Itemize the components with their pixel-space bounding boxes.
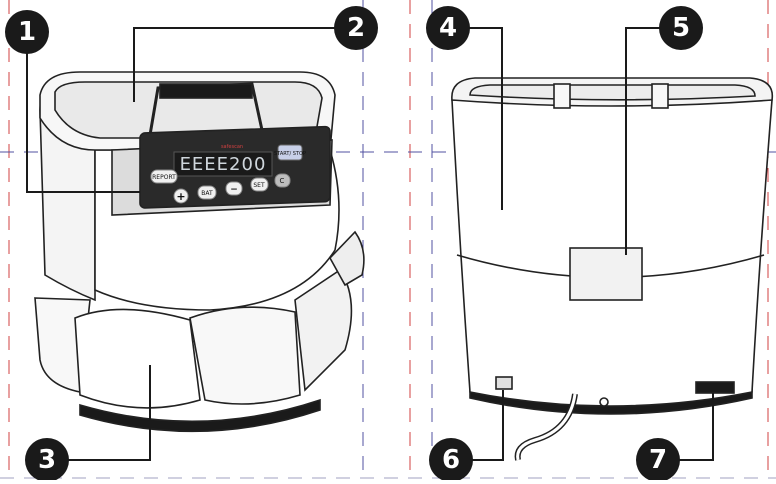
callout-2: 2	[334, 6, 378, 50]
rear-view-machine	[451, 77, 774, 461]
leader-3	[68, 365, 151, 461]
callout-1: 1	[5, 10, 49, 54]
front-drawer-right-1	[189, 306, 301, 405]
svg-text:7: 7	[649, 445, 667, 475]
display-readout: EEEE200	[180, 154, 267, 175]
rear-clip-left	[553, 83, 571, 109]
front-base-ring	[79, 398, 321, 433]
front-drawer-right-3	[329, 230, 365, 287]
battery-compartment	[569, 247, 643, 301]
callout-7: 7	[636, 438, 680, 482]
leader-6	[460, 390, 504, 461]
start-stop-button[interactable]	[277, 144, 303, 161]
bat-button[interactable]	[197, 185, 217, 200]
callout-6: 6	[429, 438, 473, 482]
screw-icon	[599, 397, 609, 407]
set-button[interactable]	[250, 177, 269, 192]
report-button-label: REPORT	[152, 174, 176, 181]
front-handle-grip	[159, 83, 253, 99]
svg-text:4: 4	[439, 13, 457, 43]
plus-button-label: +	[176, 190, 185, 203]
panel-brand: safescan	[221, 144, 243, 150]
svg-text:3: 3	[38, 445, 56, 475]
c-button-label: C	[280, 177, 285, 185]
callout-5: 5	[659, 6, 703, 50]
power-switch-icon	[495, 376, 513, 390]
svg-text:5: 5	[672, 13, 690, 43]
callout-3: 3	[25, 438, 69, 482]
display-window	[173, 151, 273, 177]
leader-1	[26, 32, 140, 193]
bat-button-label: BAT	[201, 190, 213, 197]
svg-text:1: 1	[18, 17, 36, 47]
svg-text:6: 6	[442, 445, 460, 475]
svg-text:2: 2	[347, 13, 365, 43]
leader-2	[133, 27, 342, 102]
callout-4: 4	[426, 6, 470, 50]
minus-button-label: −	[230, 185, 238, 195]
coin-tray-front	[74, 308, 201, 409]
panel-content: safescan EEEE200 REPORT START/ STOP + BA…	[150, 144, 306, 204]
front-drawer-right-2	[294, 268, 353, 392]
data-port-icon	[695, 381, 735, 394]
c-button[interactable]	[274, 173, 291, 188]
front-view-machine	[34, 71, 365, 433]
plus-button[interactable]	[173, 188, 189, 204]
power-cord-inner	[516, 393, 577, 461]
minus-button[interactable]	[225, 181, 243, 196]
report-button[interactable]	[150, 169, 178, 184]
rear-clip-right	[651, 83, 669, 109]
set-button-label: SET	[253, 182, 265, 189]
rear-hopper-inner	[469, 84, 756, 101]
start-stop-button-label: START/ STOP	[274, 151, 306, 157]
